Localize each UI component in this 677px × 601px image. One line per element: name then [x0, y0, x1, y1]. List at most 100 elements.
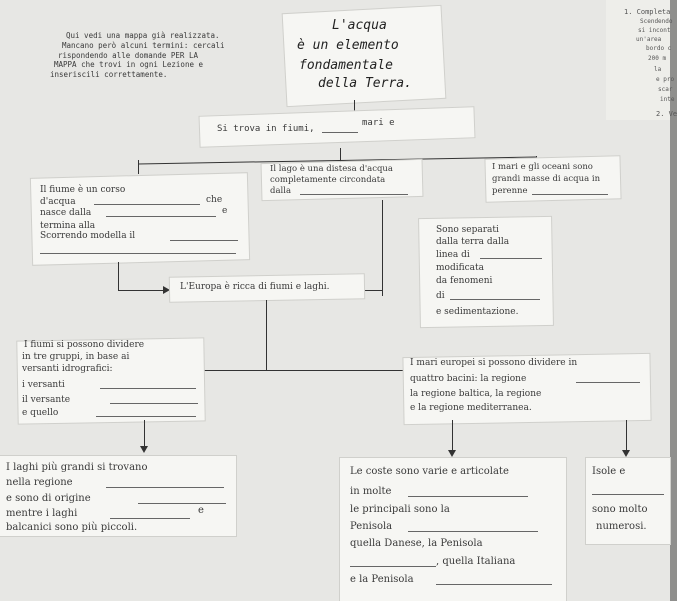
lakes-blank-3[interactable]	[110, 518, 190, 519]
side-text-10: inte	[660, 96, 675, 103]
arrow-to-coasts	[448, 450, 456, 457]
river-blank-3[interactable]	[170, 240, 238, 241]
next-page-edge: 1. Completa Scendendo si incont un'area …	[606, 0, 677, 120]
separated-line-7: e sedimentazione.	[436, 307, 519, 317]
euseas-line-3: la regione baltica, la regione	[410, 389, 542, 399]
groups-blank-1[interactable]	[100, 388, 196, 389]
lakes-blank-2[interactable]	[138, 503, 226, 504]
coasts-line-7: e la Penisola	[350, 574, 414, 585]
coasts-line-6: , quella Italiana	[436, 556, 516, 567]
lake-line-1: Il lago è una distesa d'acqua	[270, 164, 393, 174]
euseas-line-4: e la regione mediterranea.	[410, 403, 532, 413]
river-blank-1[interactable]	[94, 204, 200, 205]
lake-line-2: completamente circondata	[270, 175, 386, 185]
lakes-line-1: I laghi più grandi si trovano	[6, 462, 148, 473]
coasts-blank-2[interactable]	[408, 531, 538, 532]
title-line-3: fondamentale	[299, 58, 393, 73]
river-line-1: Il fiume è un corso	[40, 185, 126, 195]
lake-blank[interactable]	[300, 194, 408, 195]
coasts-line-1: Le coste sono varie e articolate	[350, 466, 509, 477]
coasts-blank-1[interactable]	[408, 496, 528, 497]
groups-blank-3[interactable]	[96, 416, 196, 417]
groups-line-1: I fiumi si possono dividere	[24, 340, 145, 350]
side-text-2: Scendendo	[640, 18, 673, 25]
title-line-2: è un elemento	[297, 38, 399, 53]
river-down-line	[118, 262, 119, 290]
separated-line-3: linea di	[436, 250, 470, 260]
euseas-line-2: quattro bacini: la regione	[410, 374, 527, 384]
lake-down-line	[382, 200, 383, 296]
islands-blank[interactable]	[592, 494, 664, 495]
seas-line-2: grandi masse di acqua in	[492, 174, 601, 184]
branch-line-mid	[340, 148, 341, 170]
branch-line-left	[138, 160, 139, 174]
separated-line-6: di	[436, 291, 445, 301]
coasts-line-3: le principali sono la	[350, 504, 450, 515]
separated-line-1: Sono separati	[436, 225, 499, 235]
river-blank-4[interactable]	[40, 253, 236, 254]
coasts-blank-3[interactable]	[350, 566, 436, 567]
europe-text: L'Europa è ricca di fiumi e laghi.	[180, 282, 330, 292]
side-text-11: 2. Ve	[656, 110, 677, 118]
islands-line-3: numerosi.	[596, 521, 647, 532]
intro-line-5: inseriscili correttamente.	[50, 70, 168, 79]
separated-line-4: modificata	[436, 263, 484, 273]
intro-line-1: Qui vedi una mappa già realizzata.	[66, 31, 220, 40]
separated-line-5: da fenomeni	[436, 276, 493, 286]
river-line-4: termina alla	[40, 221, 96, 231]
separated-line-2: dalla terra dalla	[436, 237, 510, 247]
habitat-left-text: Si trova in fiumi,	[217, 124, 315, 134]
intro-line-4: MAPPA che trovi in ogni Lezione e	[54, 60, 204, 69]
side-text-5: bordo c	[646, 45, 672, 52]
islands-box	[586, 458, 670, 544]
side-text-1: 1. Completa	[624, 8, 671, 16]
connector-line	[354, 100, 355, 114]
europe-down-line	[266, 300, 267, 370]
separated-blank-1[interactable]	[480, 258, 542, 259]
habitat-right-text: mari e	[362, 118, 395, 128]
euseas-blank-1[interactable]	[576, 382, 640, 383]
groups-line-6: e quello	[22, 408, 59, 418]
islands-line-1: Isole e	[592, 466, 626, 477]
coasts-line-4: Penisola	[350, 521, 393, 532]
coasts-box	[340, 458, 566, 601]
arrow-to-lakes	[140, 446, 148, 453]
large-lakes-box	[0, 456, 236, 536]
lakes-line-4: mentre i laghi	[6, 508, 78, 519]
lakes-blank-1[interactable]	[106, 487, 224, 488]
side-text-9: scar	[658, 86, 673, 93]
seas-line-1: I mari e gli oceani sono	[492, 162, 593, 172]
coasts-blank-4[interactable]	[436, 584, 552, 585]
river-line-3b: e	[222, 206, 228, 216]
coasts-line-2: in molte	[350, 486, 392, 497]
lakes-down-line	[144, 420, 145, 448]
side-text-4: un'area	[636, 36, 662, 43]
separated-blank-2[interactable]	[450, 299, 540, 300]
title-line-1: L'acqua	[332, 18, 387, 33]
groups-line-3: versanti idrografici:	[22, 364, 113, 374]
europe-right-line	[364, 290, 382, 291]
side-text-7: la	[654, 66, 662, 73]
side-text-6: 200 m	[648, 55, 667, 62]
groups-line	[200, 370, 266, 371]
intro-line-3: rispondendo alle domande PER LA	[58, 51, 198, 60]
river-line-5: Scorrendo modella il	[40, 231, 136, 241]
europe-left-line	[118, 290, 166, 291]
seas-blank[interactable]	[532, 194, 608, 195]
river-line-3: nasce dalla	[40, 208, 92, 218]
groups-blank-2[interactable]	[110, 403, 198, 404]
river-blank-2[interactable]	[106, 216, 216, 217]
arrow-to-islands	[622, 450, 630, 457]
groups-line-4: i versanti	[22, 380, 65, 390]
lakes-line-4b: e	[198, 505, 204, 516]
seas-line-a	[266, 370, 406, 371]
coasts-line-5: quella Danese, la Penisola	[350, 538, 483, 549]
intro-line-2: Mancano però alcuni termini: cercali	[62, 41, 225, 50]
groups-line-5: il versante	[22, 395, 71, 405]
habitat-blank[interactable]	[322, 132, 358, 133]
islands-down-line	[626, 420, 627, 452]
title-line-4: della Terra.	[318, 76, 412, 91]
side-text-3: si incont	[638, 27, 671, 34]
seas-line-3: perenne	[492, 186, 528, 196]
